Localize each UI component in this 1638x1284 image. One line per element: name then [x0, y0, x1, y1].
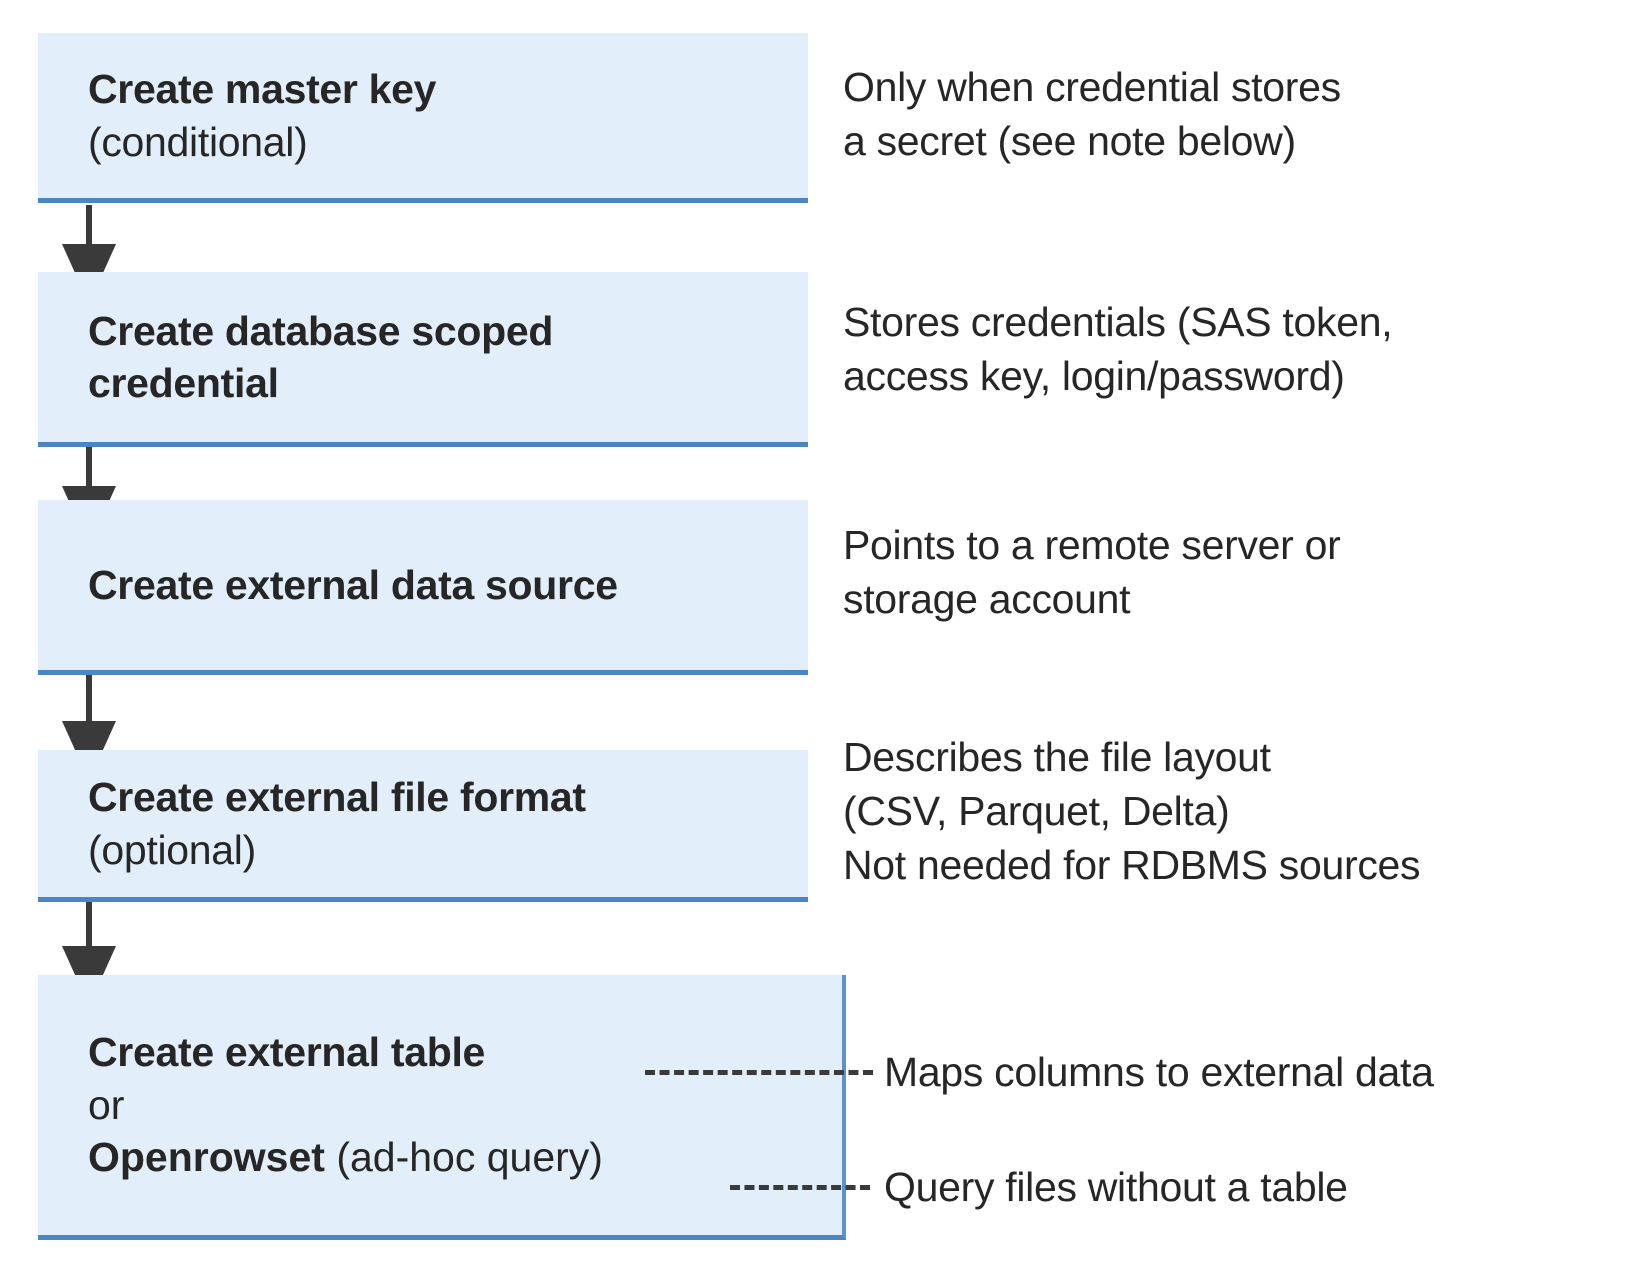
step-title-create-master-key: Create master key [88, 66, 437, 113]
step-box-create-master-key[interactable]: Create master key (conditional) [38, 33, 808, 203]
step-title-create-database-scoped-credential: Create database scoped credential [88, 307, 554, 406]
note-create-external-data-source: Points to a remote server or storage acc… [843, 522, 1341, 623]
step-box-create-external-table-or-openrowset[interactable]: Create external table or Openrowset (ad-… [38, 975, 846, 1240]
dashed-connector-external-table [645, 1070, 873, 1075]
step-title-openrowset: Openrowset (ad-hoc query) [88, 1131, 842, 1183]
step-qualifier-create-master-key: (conditional) [88, 118, 308, 165]
step-box-create-external-data-source[interactable]: Create external data source [38, 500, 808, 675]
note-create-external-file-format: Describes the file layout (CSV, Parquet,… [843, 734, 1421, 889]
openrowset-label: Openrowset [88, 1134, 325, 1181]
note-create-database-scoped-credential: Stores credentials (SAS token, access ke… [843, 299, 1393, 400]
step-title-create-external-data-source: Create external data source [88, 561, 618, 608]
step-title-create-external-table: Create external table [88, 1029, 486, 1076]
step-qualifier-create-external-file-format: (optional) [88, 826, 256, 873]
note-create-master-key: Only when credential stores a secret (se… [843, 64, 1341, 165]
step-box-create-database-scoped-credential[interactable]: Create database scoped credential [38, 272, 808, 447]
note-maps-columns: Maps columns to external data [884, 1049, 1434, 1095]
openrowset-qualifier: (ad-hoc query) [324, 1134, 603, 1181]
note-query-files: Query files without a table [884, 1164, 1348, 1210]
step-box-create-external-file-format[interactable]: Create external file format (optional) [38, 750, 808, 902]
step-separator-or: or [88, 1081, 125, 1128]
step-title-create-external-file-format: Create external file format [88, 774, 586, 821]
dashed-connector-openrowset [730, 1185, 870, 1190]
